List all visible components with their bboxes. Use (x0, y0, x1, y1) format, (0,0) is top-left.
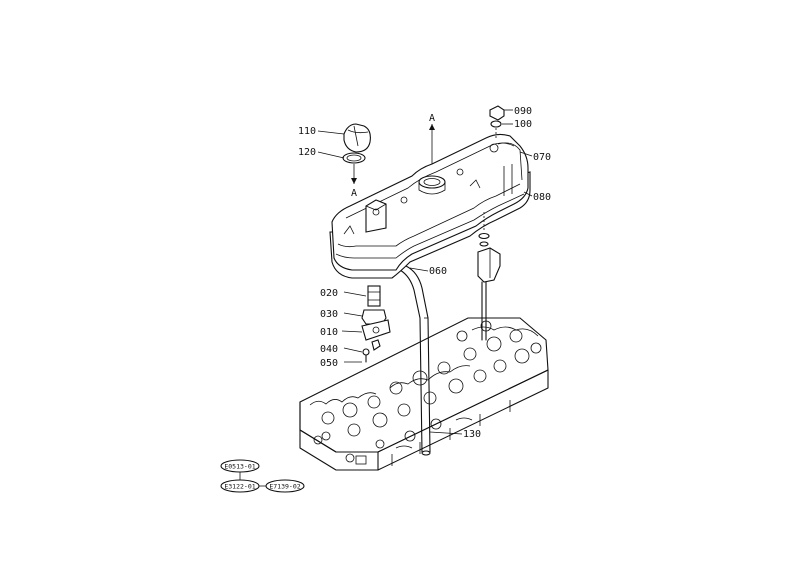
section-mark-top (429, 124, 435, 164)
label-010: 010 (320, 327, 338, 338)
cross-ref-bubble-2[interactable]: E3122-01 (220, 479, 260, 493)
cross-ref-2-text: E3122-01 (224, 483, 255, 491)
part-labels: 110 120 090 100 070 080 060 020 030 010 … (298, 106, 551, 440)
label-040: 040 (320, 344, 338, 355)
section-letter-bottom: A (351, 188, 357, 199)
injector-assembly (361, 285, 391, 363)
label-120: 120 (298, 147, 316, 158)
label-020: 020 (320, 288, 338, 299)
cross-ref-3-text: E7139-02 (269, 483, 300, 491)
label-100: 100 (514, 119, 532, 130)
label-060: 060 (429, 266, 447, 277)
cross-reference-group: E0513-01 E3122-01 E7139-02 (220, 459, 305, 493)
dipstick-tube (399, 265, 431, 456)
cover-nut-and-washer (489, 105, 505, 140)
cross-ref-1-text: E0513-01 (224, 463, 255, 471)
leader-lines (317, 109, 533, 435)
oil-filler-cap (342, 123, 371, 164)
cross-ref-bubble-3[interactable]: E7139-02 (265, 479, 305, 493)
cross-ref-bubble-1[interactable]: E0513-01 (220, 459, 260, 473)
label-080: 080 (533, 192, 551, 203)
label-070: 070 (533, 152, 551, 163)
label-050: 050 (320, 358, 338, 369)
section-letter-top: A (429, 113, 435, 124)
section-mark-bottom (351, 164, 357, 184)
breather-assembly (477, 212, 501, 341)
rocker-cover (329, 133, 531, 279)
label-090: 090 (514, 106, 532, 117)
label-030: 030 (320, 309, 338, 320)
label-110: 110 (298, 126, 316, 137)
cylinder-head (299, 317, 549, 471)
label-130: 130 (463, 429, 481, 440)
